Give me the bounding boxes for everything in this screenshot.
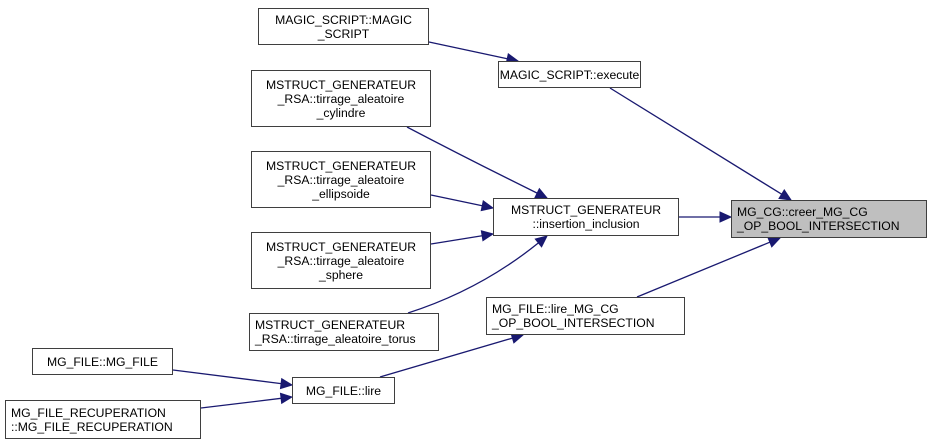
node-rsa-tirrage-sphere[interactable]: MSTRUCT_GENERATEUR _RSA::tirrage_aleatoi… xyxy=(251,232,431,289)
edge-mg_file_lire-to-lire_mg_cg_op_bool xyxy=(379,337,513,378)
edge-mg_file_ctor-to-mg_file_lire xyxy=(172,369,282,385)
edge-rsa_sphere-to-insertion_inclusion xyxy=(430,235,483,245)
node-target-creer-mg-cg-op-bool-intersection[interactable]: MG_CG::creer_MG_CG _OP_BOOL_INTERSECTION xyxy=(731,200,927,238)
node-label-line: MSTRUCT_GENERATEUR xyxy=(510,203,662,217)
arrowhead-icon xyxy=(534,235,548,248)
node-label-line: MSTRUCT_GENERATEUR xyxy=(255,318,406,332)
node-label-line: _ellipsoide xyxy=(312,186,370,201)
node-label-line: MSTRUCT_GENERATEUR xyxy=(265,158,417,173)
node-magic-script-constructor[interactable]: MAGIC_SCRIPT::MAGIC _SCRIPT xyxy=(258,8,429,45)
node-label-line: MAGIC_SCRIPT::MAGIC xyxy=(275,12,412,27)
node-rsa-tirrage-cylindre[interactable]: MSTRUCT_GENERATEUR _RSA::tirrage_aleatoi… xyxy=(251,70,431,127)
node-label-line: MG_FILE::MG_FILE xyxy=(46,354,159,369)
node-magic-script-execute[interactable]: MAGIC_SCRIPT::execute xyxy=(498,61,641,88)
node-label-line: _sphere xyxy=(318,267,364,282)
node-label-line: ::insertion_inclusion xyxy=(532,217,640,231)
node-label-line: MG_FILE_RECUPERATION xyxy=(11,405,166,420)
edge-rsa_torus-to-insertion_inclusion xyxy=(407,242,539,314)
node-label-line: MSTRUCT_GENERATEUR xyxy=(265,239,417,254)
node-mg-file-recuperation[interactable]: MG_FILE_RECUPERATION ::MG_FILE_RECUPERAT… xyxy=(5,400,201,439)
edge-magic_script_execute-to-target xyxy=(609,87,782,195)
arrowhead-icon xyxy=(767,237,782,248)
node-label-line: MG_CG::creer_MG_CG xyxy=(737,205,868,219)
node-label-line: _RSA::tirrage_aleatoire xyxy=(277,253,405,268)
node-mg-file-lire[interactable]: MG_FILE::lire xyxy=(292,377,395,404)
node-label-line: _cylindre xyxy=(316,105,366,120)
node-mg-file-lire-mg-cg-op-bool[interactable]: MG_FILE::lire_MG_CG _OP_BOOL_INTERSECTIO… xyxy=(486,297,685,335)
edge-lire_mg_cg_op_bool-to-target xyxy=(636,241,771,298)
arrowhead-icon xyxy=(534,187,549,199)
node-rsa-tirrage-torus[interactable]: MSTRUCT_GENERATEUR _RSA::tirrage_aleatoi… xyxy=(249,313,439,351)
edge-magic_script_ctor-to-magic_script_execute xyxy=(428,41,508,60)
node-label-line: MG_FILE::lire xyxy=(305,383,382,398)
node-mg-file-constructor[interactable]: MG_FILE::MG_FILE xyxy=(32,348,173,375)
node-label-line: MG_FILE::lire_MG_CG xyxy=(492,302,619,316)
node-insertion-inclusion[interactable]: MSTRUCT_GENERATEUR ::insertion_inclusion xyxy=(493,198,679,236)
node-label-line: _RSA::tirrage_aleatoire xyxy=(277,172,405,187)
arrowhead-icon xyxy=(480,230,495,242)
node-label-line: _RSA::tirrage_aleatoire_torus xyxy=(255,332,416,346)
arrowhead-icon xyxy=(778,189,793,201)
arrowhead-icon xyxy=(480,199,495,212)
edge-rsa_cylindre-to-insertion_inclusion xyxy=(406,126,538,194)
arrowhead-icon xyxy=(719,211,733,223)
edge-mg_file_recuperation-to-mg_file_lire xyxy=(200,397,282,409)
node-label-line: ::MG_FILE_RECUPERATION xyxy=(11,419,173,434)
node-label-line: _OP_BOOL_INTERSECTION xyxy=(737,219,900,233)
node-rsa-tirrage-ellipsoide[interactable]: MSTRUCT_GENERATEUR _RSA::tirrage_aleatoi… xyxy=(251,151,431,208)
node-label-line: _RSA::tirrage_aleatoire xyxy=(277,91,405,106)
edge-rsa_ellipsoide-to-insertion_inclusion xyxy=(430,194,483,207)
node-label-line: _OP_BOOL_INTERSECTION xyxy=(492,316,655,330)
arrowhead-icon xyxy=(279,392,294,405)
node-label-line: MAGIC_SCRIPT::execute xyxy=(499,67,640,82)
node-label-line: MSTRUCT_GENERATEUR xyxy=(265,77,417,92)
arrowhead-icon xyxy=(279,377,294,390)
node-label-line: _SCRIPT xyxy=(317,26,370,41)
